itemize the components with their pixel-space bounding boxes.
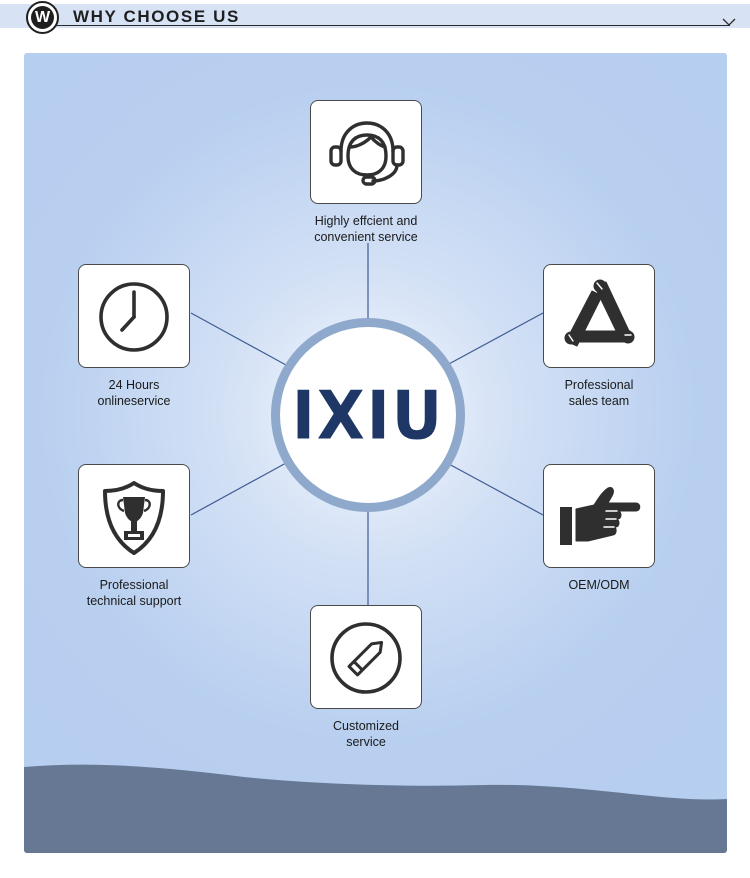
header-badge: W (26, 1, 59, 34)
clock-icon (99, 282, 169, 352)
headset-icon (329, 121, 405, 186)
trophy-shield-icon (103, 481, 165, 555)
feature-panel: IXIU Highly effcient and convenient serv… (24, 53, 727, 853)
brand-logo-text: IXIU (291, 376, 445, 455)
brand-logo-ring: IXIU (271, 318, 465, 512)
chevron-down-icon (722, 18, 736, 26)
feature-icon-box (78, 264, 190, 368)
feature-label: Professional sales team (564, 378, 634, 408)
pointing-hand-icon (560, 487, 641, 545)
section-title: WHY CHOOSE US (73, 7, 240, 26)
feature-label: Customized service (333, 719, 399, 749)
feature-label: Highly effcient and convenient service (314, 214, 418, 244)
feature-icon-box (543, 464, 655, 568)
feature-icon-box (78, 464, 190, 568)
feature-label: Professional technical support (86, 578, 182, 608)
badge-letter: W (31, 6, 54, 29)
feature-icon-box (543, 264, 655, 368)
feature-icon-box (310, 605, 422, 709)
feature-icon-box (310, 100, 422, 204)
section-header: W WHY CHOOSE US (0, 0, 750, 34)
wave-decoration (24, 764, 727, 853)
header-background-bar (0, 4, 750, 28)
brand-logo-circle: IXIU (280, 327, 456, 503)
teamwork-hands-icon (564, 279, 635, 347)
feature-label: 24 Hours onlineservice (97, 378, 171, 408)
pencil-icon (330, 622, 402, 694)
feature-label: OEM/ODM (568, 578, 630, 592)
connector-lines (190, 243, 544, 605)
header-underline (40, 25, 730, 26)
